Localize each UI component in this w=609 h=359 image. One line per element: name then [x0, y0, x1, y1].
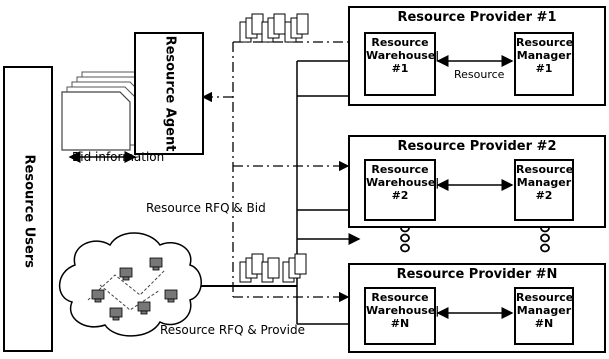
resource-provider-n: Resource Provider #N Resource Warehouse|…	[348, 263, 606, 353]
warehouse-manager-arrow	[348, 135, 606, 228]
warehouse-manager-arrow	[348, 6, 606, 106]
resource-provider-2: Resource Provider #2 Resource Warehouse|…	[348, 135, 606, 228]
document-stacks-bottom	[240, 254, 306, 282]
document-stacks-top	[240, 14, 308, 42]
network-cloud-icon	[60, 233, 202, 336]
rfq-provide-label: Resource RFQ & Provide	[160, 323, 305, 337]
resource-users-label: Resource Users	[22, 155, 37, 265]
link-dots	[401, 225, 549, 252]
resource-agent-text: Resource Agent	[163, 36, 178, 152]
resource-agent-label: Resource Agent	[163, 34, 178, 154]
rfq-bid-label: Resource RFQ & Bid	[146, 201, 266, 215]
bid-information-label: Bid information	[72, 150, 164, 164]
resource-flow-label: Resource	[454, 68, 504, 81]
resource-users-box: Resource Users	[3, 66, 53, 352]
warehouse-manager-arrow	[348, 263, 606, 353]
resource-agent-box: Resource Agent	[134, 32, 204, 155]
resource-provider-1: Resource Provider #1 Resource Warehouse|…	[348, 6, 606, 106]
